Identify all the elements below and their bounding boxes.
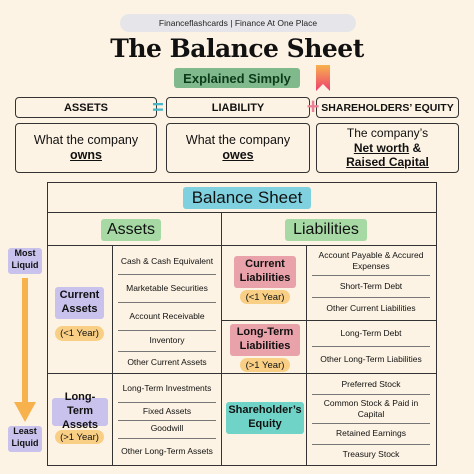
assets-header: Assets	[101, 219, 161, 241]
list-item: Other Current Liabilities	[326, 303, 416, 314]
divider	[312, 346, 430, 347]
down-arrow-icon	[14, 278, 36, 422]
liability-desc-emph: owes	[222, 148, 254, 162]
list-item: Common Stock & Paid in Capital	[323, 397, 419, 419]
list-item: Account Receivable	[129, 310, 205, 321]
divider	[312, 444, 430, 445]
bookmark-icon	[316, 65, 330, 91]
current-assets-tag: (<1 Year)	[55, 326, 104, 341]
list-item: Short-Term Debt	[339, 280, 403, 291]
shareholders-equity-label: Shareholder’s Equity	[226, 402, 304, 434]
list-item: Other Current Assets	[127, 356, 207, 367]
least-liquid-label: Least Liquid	[8, 426, 42, 452]
liability-description: What the company owes	[166, 123, 310, 173]
equity-desc-emph1: Net worth	[353, 140, 410, 155]
equity-box: SHAREHOLDERS’ EQUITY	[316, 97, 459, 118]
equity-desc-prefix: The company’s	[346, 126, 429, 141]
list-item: Retained Earnings	[336, 428, 406, 439]
longterm-liabilities-tag: (>1 Year)	[240, 358, 290, 372]
list-item: Long-Term Debt	[340, 328, 402, 339]
divider	[312, 423, 430, 424]
assets-desc-emph: owns	[70, 148, 102, 162]
divider	[118, 402, 216, 403]
assets-desc-prefix: What the company	[33, 133, 139, 147]
divider	[312, 275, 430, 276]
divider	[306, 245, 307, 465]
divider	[312, 394, 430, 395]
brand-pill: Financeflashcards | Finance At One Place	[120, 14, 356, 32]
list-item: Cash & Cash Equivalent	[120, 255, 214, 266]
divider	[118, 274, 216, 275]
equity-description: The company’s Net worth & Raised Capital	[316, 123, 459, 173]
current-liabilities-tag: (<1 Year)	[240, 290, 290, 304]
list-item: Treasury Stock	[342, 449, 400, 460]
current-liabilities-label: Current Liabilities	[234, 256, 296, 288]
equity-desc-emph2: Raised Capital	[346, 155, 429, 170]
divider	[48, 212, 436, 213]
list-item: Other Long-Term Assets	[121, 445, 213, 456]
longterm-assets-tag: (>1 Year)	[55, 430, 104, 444]
list-item: Goodwill	[150, 423, 184, 434]
divider	[118, 302, 216, 303]
plus-sign: +	[306, 94, 320, 119]
equals-sign: =	[152, 97, 164, 119]
assets-box: ASSETS	[15, 97, 157, 118]
subtitle-badge: Explained Simply	[174, 68, 300, 88]
equity-desc-amp: &	[412, 140, 422, 155]
sheet-title: Balance Sheet	[183, 187, 311, 209]
list-item: Inventory	[149, 335, 185, 346]
liability-desc-prefix: What the company	[185, 133, 291, 147]
longterm-assets-label: Long-Term Assets	[52, 391, 108, 431]
list-item: Other Long-Term Liabilities	[320, 354, 422, 365]
divider	[118, 351, 216, 352]
list-item: Account Payable & Accured Expenses	[318, 249, 424, 271]
liabilities-header: Liabilities	[285, 219, 367, 241]
liability-box: LIABILITY	[166, 97, 310, 118]
divider	[221, 212, 222, 465]
list-item: Preferred Stock	[341, 378, 401, 389]
list-item: Fixed Assets	[142, 406, 192, 417]
divider	[112, 245, 113, 465]
divider	[118, 438, 216, 439]
longterm-liabilities-label: Long-Term Liabilities	[230, 324, 300, 356]
divider	[221, 373, 436, 374]
divider	[118, 420, 216, 421]
page-title: The Balance Sheet	[110, 34, 364, 63]
divider	[312, 297, 430, 298]
divider	[221, 320, 436, 321]
divider	[48, 373, 221, 374]
divider	[48, 245, 436, 246]
most-liquid-label: Most Liquid	[8, 248, 42, 274]
list-item: Long-Term Investments	[122, 382, 212, 393]
divider	[118, 330, 216, 331]
list-item: Marketable Securities	[126, 282, 208, 293]
current-assets-label: Current Assets	[55, 287, 104, 319]
assets-description: What the company owns	[15, 123, 157, 173]
